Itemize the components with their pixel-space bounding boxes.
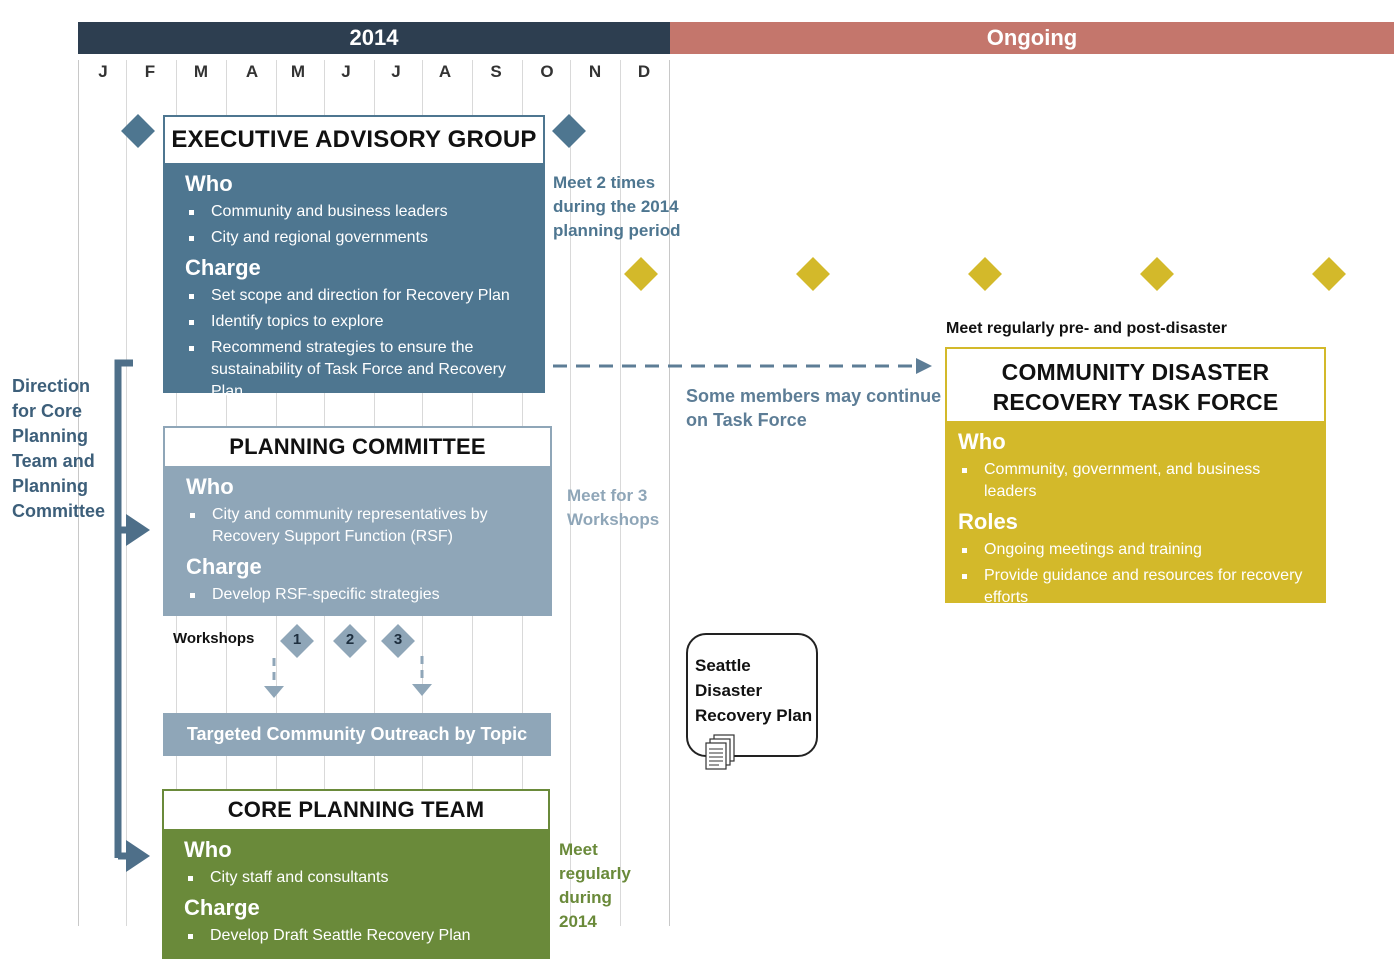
planning-title: PLANNING COMMITTEE: [163, 426, 552, 468]
ongoing-bar: Ongoing: [670, 22, 1394, 54]
executive-who-item: City and regional governments: [185, 227, 533, 249]
grid-line: [669, 60, 670, 926]
grid-line: [78, 60, 79, 926]
month-label: J: [341, 62, 351, 81]
planning-who-item: City and community representatives by Re…: [186, 504, 540, 548]
recovery-plan-title: Recovery Plan: [695, 706, 813, 725]
core-title: CORE PLANNING TEAM: [162, 789, 550, 831]
down-arrow-icon: [264, 686, 284, 698]
executive-charge-item: Identify topics to explore: [185, 311, 533, 333]
down-arrow-icon: [412, 684, 432, 696]
dashed-arrowhead-icon: [916, 358, 932, 374]
year-bar: 2014: [78, 22, 670, 54]
workshops-label: Workshops: [173, 630, 255, 647]
month-label: N: [588, 62, 602, 81]
outreach-bar: Targeted Community Outreach by Topic: [163, 713, 551, 756]
grid-line: [126, 60, 127, 926]
task-force-meet-note: Meet regularly pre- and post-disaster: [946, 320, 1227, 337]
workshop-number: 2: [345, 631, 355, 648]
task-force-roles-title: Roles: [958, 509, 1018, 534]
arrow-to-planning-icon: [126, 514, 150, 546]
planning-charge-title: Charge: [186, 554, 262, 579]
executive-charge-item: Set scope and direction for Recovery Pla…: [185, 285, 533, 307]
executive-who-item: Community and business leaders: [185, 201, 533, 223]
executive-body: Who Community and business leaders City …: [163, 163, 545, 400]
executive-title: EXECUTIVE ADVISORY GROUP: [163, 115, 545, 165]
core-who-title: Who: [184, 837, 232, 862]
month-label: D: [637, 62, 651, 81]
planning-charge-item: Develop RSF-specific strategies: [186, 584, 540, 606]
executive-charge-item: Recommend strategies to ensure the susta…: [185, 337, 533, 403]
executive-who-title: Who: [185, 171, 233, 196]
planning-who-title: Who: [186, 474, 234, 499]
bracket-line: [114, 359, 133, 858]
task-force-role-item: Provide guidance and resources for recov…: [958, 565, 1314, 609]
month-label: O: [540, 62, 554, 81]
document-stack-icon: [705, 734, 735, 770]
task-force-who-item: Community, government, and business lead…: [958, 459, 1314, 503]
month-label: J: [391, 62, 401, 81]
workshop-number: 1: [292, 631, 302, 648]
grid-line: [570, 60, 571, 926]
month-label: A: [438, 62, 452, 81]
month-label: J: [98, 62, 108, 81]
grid-line: [620, 60, 621, 926]
year-label: 2014: [349, 25, 399, 50]
core-charge-item: Develop Draft Seattle Recovery Plan: [184, 925, 538, 947]
month-label: M: [290, 62, 306, 81]
workshop-number: 3: [393, 631, 403, 648]
month-label: A: [245, 62, 259, 81]
arrow-to-core-icon: [126, 840, 150, 872]
planning-body: Who City and community representatives b…: [163, 466, 552, 616]
core-who-item: City staff and consultants: [184, 867, 538, 889]
executive-charge-title: Charge: [185, 255, 261, 280]
task-force-role-item: Ongoing meetings and training: [958, 539, 1314, 561]
month-label: F: [144, 62, 156, 81]
recovery-plan-box: Seattle Disaster Recovery Plan: [686, 633, 818, 770]
task-force-body: Who Community, government, and business …: [945, 421, 1326, 606]
core-charge-title: Charge: [184, 895, 260, 920]
task-force-who-title: Who: [958, 429, 1006, 454]
recovery-plan-title: Seattle Disaster: [695, 656, 763, 700]
month-label: M: [193, 62, 209, 81]
ongoing-label: Ongoing: [986, 25, 1078, 50]
month-label: S: [490, 62, 502, 81]
core-body: Who City staff and consultants Charge De…: [162, 829, 550, 959]
